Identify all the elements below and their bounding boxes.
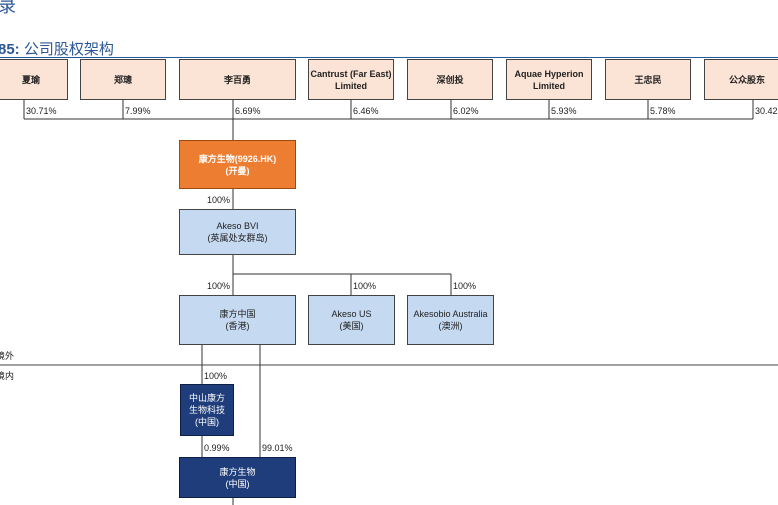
shareholding-pct: 6.69% [235, 106, 261, 116]
shareholding-pct: 5.93% [551, 106, 577, 116]
entity-jurisdiction: (中国) [225, 478, 250, 489]
entity-box-akeso-us: Akeso US (美国) [308, 295, 395, 345]
entity-name-line1: 中山康方 [188, 393, 225, 403]
entity-jurisdiction: (美国) [339, 321, 364, 331]
entity-name: 康方生物 [219, 466, 256, 477]
ownership-pct: 100% [207, 195, 231, 205]
shareholder-name: Cantrust (Far East) Limited [310, 68, 392, 91]
shareholding-pct: 30.71% [26, 106, 57, 116]
region-label-overseas: 境外 [0, 351, 15, 361]
shareholding-pct: 30.42 [755, 106, 778, 116]
entity-box-akeso-china: 康方生物 (中国) [179, 457, 296, 498]
shareholding-pct: 5.78% [650, 106, 676, 116]
shareholder-box-zheng-cong: 郑璁 [80, 59, 166, 100]
ownership-pct: 0.99% [204, 443, 230, 453]
entity-name-line2: 生物科技 [188, 405, 225, 415]
figure-title: 85: 公司股权架构 [0, 38, 114, 59]
shareholder-name: 深创投 [436, 74, 464, 85]
region-label-domestic: 境内 [0, 371, 15, 381]
shareholder-box-xia-yu: 夏瑜 [0, 59, 68, 100]
ownership-pct: 100% [207, 281, 231, 291]
shareholder-box-wang-zhongmin: 王忠民 [605, 59, 691, 100]
figure-number: 85: [0, 41, 20, 58]
entity-name: Akeso US [331, 309, 372, 319]
entity-name: Akeso BVI [216, 221, 259, 231]
section-heading-fragment: 录 [0, 0, 16, 16]
entity-name: Akesobio Australia [413, 309, 488, 319]
ownership-pct: 99.01% [262, 443, 293, 453]
entity-jurisdiction: (中国) [195, 417, 219, 427]
entity-box-zhongshan-akeso: 中山康方 生物科技 (中国) [180, 384, 234, 436]
entity-jurisdiction: (澳洲) [438, 321, 463, 331]
shareholder-box-shenzhen-capital: 深创投 [407, 59, 493, 100]
ownership-pct: 100% [453, 281, 477, 291]
shareholder-name: 夏瑜 [21, 74, 40, 85]
shareholding-pct: 6.02% [453, 106, 479, 116]
entity-name: 康方生物(9926.HK) [198, 153, 277, 164]
shareholder-name: 公众股东 [728, 74, 765, 85]
entity-box-akeso-bvi: Akeso BVI (英属处女群岛) [179, 209, 296, 255]
shareholding-pct: 7.99% [125, 106, 151, 116]
shareholder-box-public: 公众股东 [704, 59, 778, 100]
entity-jurisdiction: (香港) [225, 321, 250, 331]
entity-box-akeso-hk: 康方中国 (香港) [179, 295, 296, 345]
entity-jurisdiction: (开曼) [225, 165, 250, 176]
shareholder-box-li-baiyong: 李百勇 [179, 59, 296, 100]
figure-title-text: 公司股权架构 [23, 41, 114, 58]
ownership-pct: 100% [353, 281, 377, 291]
ownership-pct: 100% [204, 371, 228, 381]
shareholder-box-cantrust: Cantrust (Far East) Limited [308, 59, 394, 100]
title-rule [0, 57, 778, 58]
shareholding-pct: 6.46% [353, 106, 379, 116]
shareholder-box-aquae-hyperion: Aquae Hyperion Limited [506, 59, 592, 100]
shareholder-name: 郑璁 [113, 74, 132, 85]
entity-name: 康方中国 [219, 309, 256, 319]
shareholder-name: 王忠民 [634, 74, 662, 85]
entity-jurisdiction: (英属处女群岛) [207, 233, 268, 243]
entity-box-akesobio-australia: Akesobio Australia (澳洲) [407, 295, 494, 345]
shareholder-name: 李百勇 [223, 74, 251, 85]
shareholder-name: Aquae Hyperion Limited [514, 68, 584, 91]
entity-box-akeso-parent: 康方生物(9926.HK) (开曼) [179, 140, 296, 189]
